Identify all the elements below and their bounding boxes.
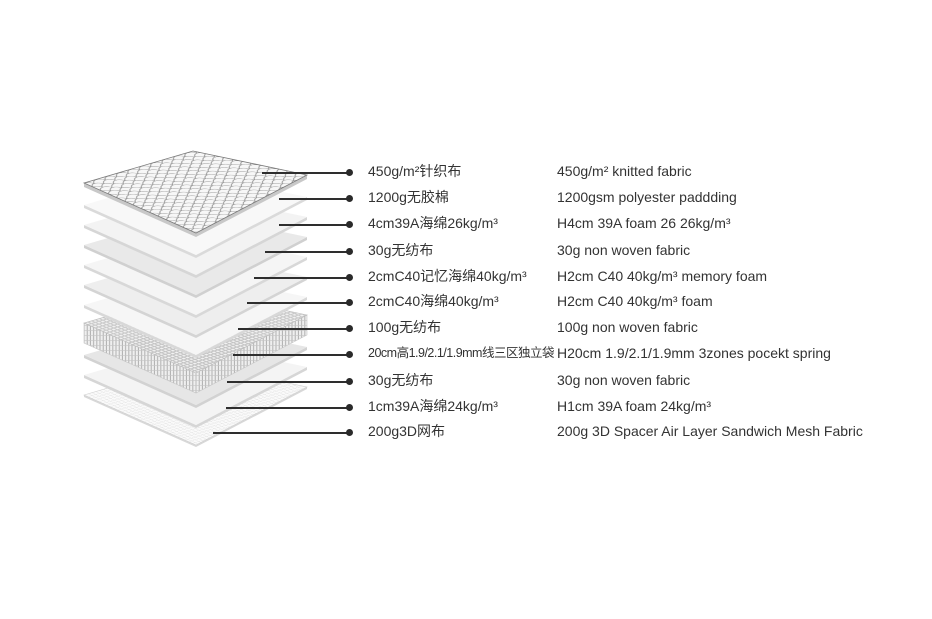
layer-label-zh: 200g3D网布 [368, 423, 446, 439]
layer-label-en: H2cm C40 40kg/m³ memory foam [557, 268, 768, 284]
bullet-dot [346, 248, 353, 255]
layer-label-en: 30g non woven fabric [557, 372, 691, 388]
leader-line [238, 328, 349, 330]
bullet-dot [346, 221, 353, 228]
bullet-dot [346, 195, 353, 202]
bullet-dot [346, 274, 353, 281]
layer-label-en: H1cm 39A foam 24kg/m³ [557, 398, 712, 414]
bullet-dot [346, 378, 353, 385]
layer-label-en: H4cm 39A foam 26 26kg/m³ [557, 215, 731, 231]
leader-line [226, 407, 349, 409]
layer-label-zh: 1cm39A海绵24kg/m³ [368, 398, 498, 414]
layer-knitted-fabric [82, 150, 309, 237]
leader-line [227, 381, 349, 383]
layer-label-en: 100g non woven fabric [557, 319, 698, 335]
layer-label-en: 1200gsm polyester paddding [557, 189, 737, 205]
layer-label-en: 450g/m² knitted fabric [557, 163, 692, 179]
layer-label-en: 200g 3D Spacer Air Layer Sandwich Mesh F… [557, 423, 863, 439]
layer-label-zh: 30g无纺布 [368, 372, 434, 388]
layer-label-zh: 20cm高1.9/2.1/1.9mm线三区独立袋 [368, 346, 554, 360]
layer-label-zh: 1200g无胶棉 [368, 189, 449, 205]
layer-label-en: H20cm 1.9/2.1/1.9mm 3zones pocekt spring [557, 345, 831, 361]
layer-label-zh: 30g无纺布 [368, 242, 434, 258]
leader-line [265, 251, 349, 253]
layer-label-en: H2cm C40 40kg/m³ foam [557, 293, 713, 309]
leader-line [254, 277, 349, 279]
leader-line [213, 432, 349, 434]
bullet-dot [346, 299, 353, 306]
bullet-dot [346, 169, 353, 176]
leader-line [233, 354, 349, 356]
layer-label-en: 30g non woven fabric [557, 242, 691, 258]
leader-line [247, 302, 349, 304]
layer-label-zh: 450g/m²针织布 [368, 163, 462, 179]
leader-line [262, 172, 349, 174]
bullet-dot [346, 404, 353, 411]
layer-label-zh: 4cm39A海绵26kg/m³ [368, 215, 498, 231]
layer-label-zh: 2cmC40记忆海绵40kg/m³ [368, 268, 527, 284]
layer-label-zh: 2cmC40海绵40kg/m³ [368, 293, 499, 309]
leader-line [279, 198, 349, 200]
leader-line [279, 224, 349, 226]
bullet-dot [346, 351, 353, 358]
bullet-dot [346, 429, 353, 436]
layer-label-zh: 100g无纺布 [368, 319, 442, 335]
bullet-dot [346, 325, 353, 332]
